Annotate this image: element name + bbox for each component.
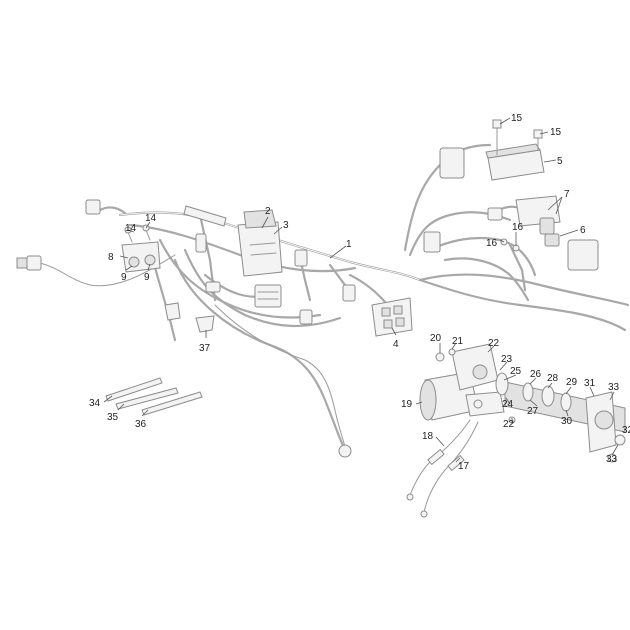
part-25 xyxy=(495,372,509,396)
callout-22a: 22 xyxy=(488,338,500,349)
callout-30: 30 xyxy=(561,416,573,427)
callout-16a: 16 xyxy=(486,238,498,249)
lower-branch-wire xyxy=(214,304,352,458)
harness-connectors xyxy=(85,199,356,325)
callout-15b: 15 xyxy=(550,127,562,138)
callout-17: 17 xyxy=(458,461,470,472)
part-29 xyxy=(560,392,572,412)
callout-29: 29 xyxy=(566,377,578,388)
cable-tie-35 xyxy=(115,387,179,410)
cable-ties xyxy=(105,377,203,416)
callout-5: 5 xyxy=(557,156,563,167)
callout-36: 36 xyxy=(135,419,147,430)
cable-tie-36 xyxy=(141,391,203,416)
ignition-coil xyxy=(121,224,161,273)
left-connector xyxy=(26,255,42,271)
callout-1: 1 xyxy=(346,239,352,250)
part-28 xyxy=(541,385,555,407)
callout-22b: 22 xyxy=(503,419,515,430)
voltage-regulator xyxy=(439,119,545,181)
callout-6: 6 xyxy=(580,225,586,236)
callout-34: 34 xyxy=(89,398,101,409)
callout-16b: 16 xyxy=(512,222,524,233)
callout-24: 24 xyxy=(502,399,514,410)
fuse-box xyxy=(371,297,413,337)
part-20 xyxy=(435,352,445,362)
harness-clip xyxy=(164,302,215,333)
callout-33a: 33 xyxy=(608,382,620,393)
callout-27: 27 xyxy=(527,406,539,417)
callout-25: 25 xyxy=(510,366,522,377)
callout-14b: 14 xyxy=(145,213,157,224)
callout-28: 28 xyxy=(547,373,559,384)
callout-4: 4 xyxy=(393,339,399,350)
callout-35: 35 xyxy=(107,412,119,423)
callout-20: 20 xyxy=(430,333,442,344)
callout-7: 7 xyxy=(564,189,570,200)
throttle-cables xyxy=(406,419,479,518)
callout-19: 19 xyxy=(401,399,413,410)
regulator-connector xyxy=(439,147,465,179)
harness-sleeve xyxy=(183,205,227,227)
callout-37: 37 xyxy=(199,343,211,354)
callout-21: 21 xyxy=(452,336,464,347)
callout-26: 26 xyxy=(530,369,542,380)
callout-33b: 33 xyxy=(606,454,618,465)
callout-9b: 9 xyxy=(144,272,150,283)
callout-23: 23 xyxy=(501,354,513,365)
callout-2: 2 xyxy=(265,206,271,217)
callout-3: 3 xyxy=(283,220,289,231)
throttle-shaft-parts xyxy=(435,348,626,463)
callout-31: 31 xyxy=(584,378,596,389)
callout-18: 18 xyxy=(422,431,434,442)
ecu-control-unit xyxy=(237,209,283,277)
callout-15a: 15 xyxy=(511,113,523,124)
bolt-15b xyxy=(533,129,543,139)
part-26 xyxy=(522,382,534,402)
bolt-15a xyxy=(492,119,502,129)
part-33 xyxy=(614,434,626,446)
part-21 xyxy=(448,348,456,356)
callout-8: 8 xyxy=(108,252,114,263)
relay-block xyxy=(254,284,282,308)
round-connector xyxy=(338,444,352,458)
leader-lines xyxy=(103,117,619,463)
small-connector xyxy=(16,257,28,269)
starter-relay xyxy=(423,195,599,271)
callout-32: 32 xyxy=(622,425,630,436)
throttle-body-assembly xyxy=(419,343,505,421)
callout-labels: 1 2 3 4 5 6 7 8 9 9 14 14 15 15 16 16 17… xyxy=(89,113,630,472)
callout-9a: 9 xyxy=(121,272,127,283)
callout-14a: 14 xyxy=(125,223,137,234)
